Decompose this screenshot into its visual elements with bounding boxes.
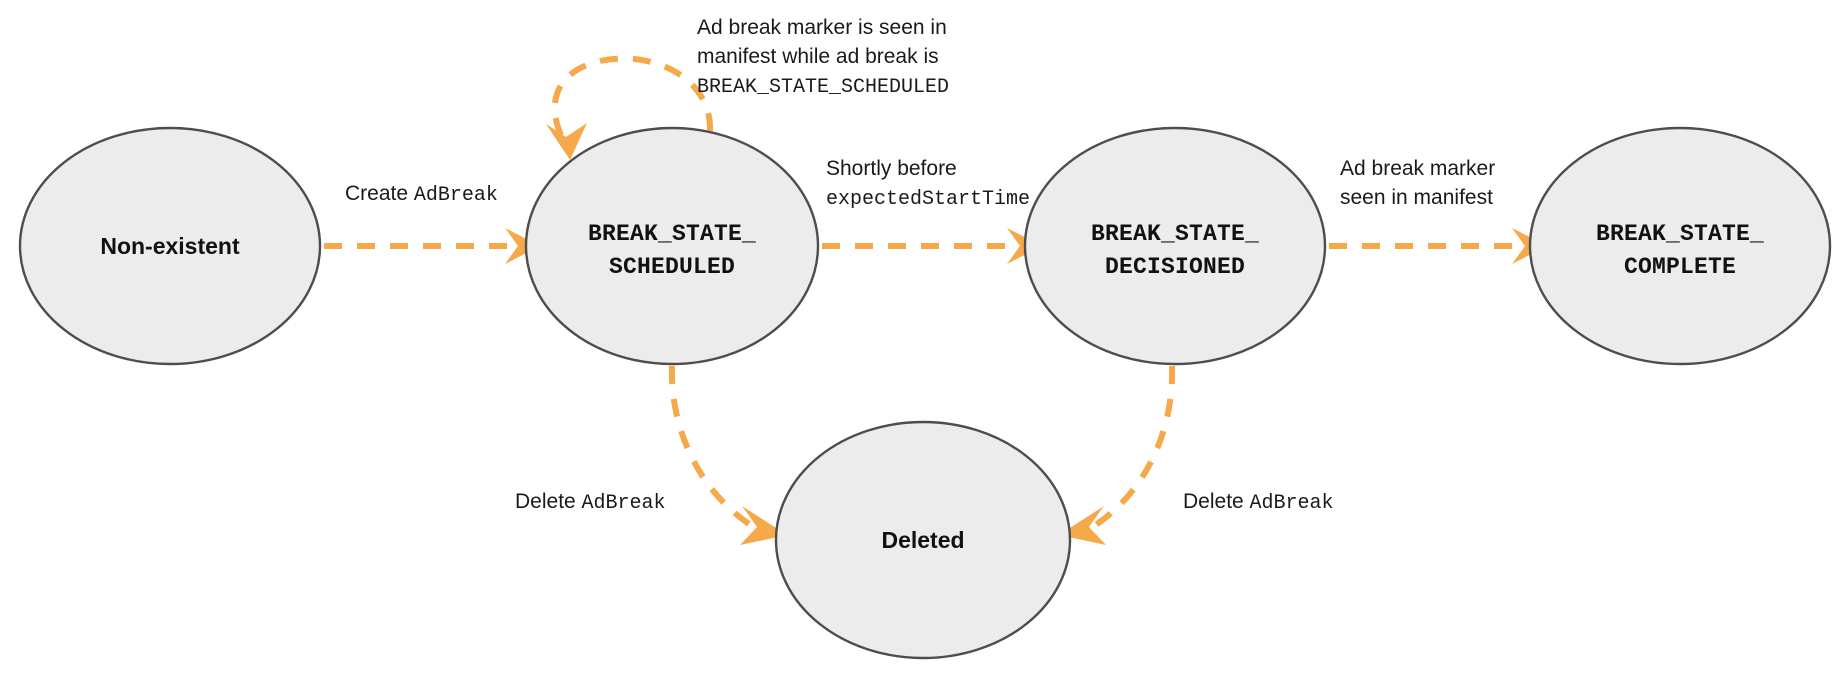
edge-marker-seen-in-manifest[interactable] bbox=[1329, 228, 1547, 264]
node-break-state-complete-label-line1: BREAK_STATE_ bbox=[1596, 221, 1764, 247]
edge-delete-from-decisioned[interactable] bbox=[1059, 365, 1176, 545]
edge-label-create-adbreak: Create AdBreak bbox=[345, 182, 498, 207]
edge-self-loop-arrowhead bbox=[546, 123, 587, 160]
node-break-state-scheduled[interactable]: BREAK_STATE_ SCHEDULED bbox=[524, 126, 820, 366]
edge-label-delete-from-scheduled: Delete AdBreak bbox=[515, 490, 666, 515]
node-deleted[interactable]: Deleted bbox=[774, 420, 1072, 660]
node-break-state-decisioned-label-line2: DECISIONED bbox=[1105, 254, 1245, 280]
node-break-state-complete-shape bbox=[1528, 126, 1832, 366]
edge-delete-from-decisioned-line bbox=[1092, 365, 1176, 529]
edge-self-loop-line bbox=[551, 55, 714, 139]
node-non-existent-label: Non-existent bbox=[100, 233, 240, 259]
edge-delete-from-scheduled[interactable] bbox=[668, 365, 787, 545]
edge-create-adbreak-arrowhead bbox=[505, 228, 540, 264]
edge-label-delete-from-decisioned: Delete AdBreak bbox=[1183, 490, 1334, 515]
node-break-state-complete[interactable]: BREAK_STATE_ COMPLETE bbox=[1528, 126, 1832, 366]
node-layer: Non-existent BREAK_STATE_ SCHEDULED BREA… bbox=[18, 126, 1832, 660]
edge-label-layer: Create AdBreak Ad break marker is seen i… bbox=[345, 16, 1495, 515]
node-break-state-scheduled-label-line2: SCHEDULED bbox=[609, 254, 735, 280]
node-break-state-scheduled-label-line1: BREAK_STATE_ bbox=[588, 221, 756, 247]
edge-marker-seen-while-scheduled[interactable] bbox=[546, 55, 714, 160]
edge-delete-from-scheduled-line bbox=[668, 365, 754, 529]
node-break-state-complete-label-line2: COMPLETE bbox=[1624, 254, 1736, 280]
edge-create-adbreak[interactable] bbox=[324, 228, 540, 264]
node-non-existent-shape bbox=[18, 126, 322, 366]
node-break-state-decisioned[interactable]: BREAK_STATE_ DECISIONED bbox=[1023, 126, 1327, 366]
node-deleted-label: Deleted bbox=[881, 527, 964, 553]
edge-shortly-before[interactable] bbox=[822, 228, 1042, 264]
node-break-state-decisioned-shape bbox=[1023, 126, 1327, 366]
node-deleted-shape bbox=[774, 420, 1072, 660]
node-break-state-decisioned-label-line1: BREAK_STATE_ bbox=[1091, 221, 1259, 247]
node-break-state-scheduled-shape bbox=[524, 126, 820, 366]
edge-layer bbox=[324, 55, 1547, 545]
node-non-existent[interactable]: Non-existent bbox=[18, 126, 322, 366]
